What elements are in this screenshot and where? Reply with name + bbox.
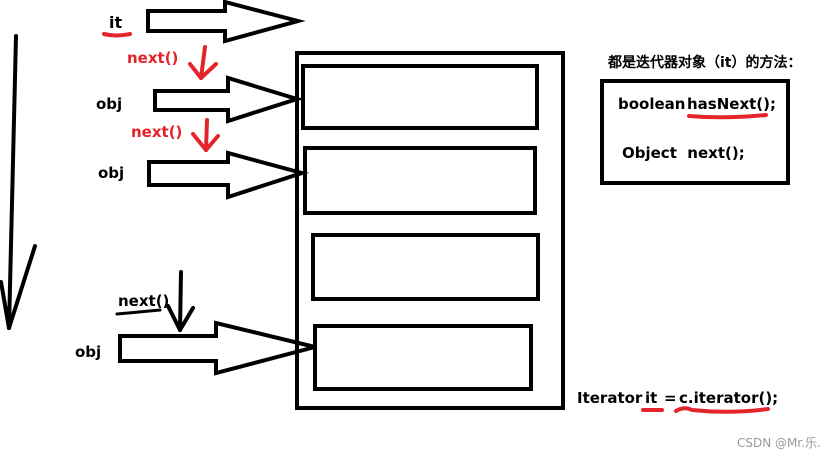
next-arrow-black — [166, 270, 195, 332]
iterator-equals: = — [664, 389, 677, 407]
obj-label-2: obj — [98, 164, 124, 182]
it-underline — [102, 32, 132, 38]
obj-arrow-1 — [153, 75, 304, 124]
next-label-1: next() — [127, 49, 178, 67]
element-box-2 — [303, 146, 537, 215]
iterator-call: c.iterator(); — [679, 389, 778, 407]
method-next: Object next(); — [622, 144, 745, 162]
iterator-var: it — [645, 389, 657, 407]
method-box — [600, 79, 790, 185]
obj-label-1: obj — [96, 95, 122, 113]
next-label-3-underline — [115, 308, 162, 316]
element-box-4 — [313, 324, 533, 391]
hasnext-underline — [687, 113, 768, 120]
method-hasnext-name: hasNext(); — [687, 95, 776, 113]
next-label-2: next() — [131, 123, 182, 141]
next-label-3: next() — [118, 292, 169, 310]
collection-container — [295, 51, 565, 410]
method-hasnext-type: boolean — [618, 95, 685, 113]
direction-down-arrow — [0, 34, 37, 330]
next-arrow-red-1 — [188, 45, 218, 80]
obj-arrow-3 — [118, 320, 316, 376]
watermark: CSDN @Mr.乐. — [737, 436, 821, 450]
method-box-caption: 都是迭代器对象（it）的方法： — [607, 54, 802, 71]
obj-label-3: obj — [75, 343, 101, 361]
obj-arrow-2 — [147, 150, 310, 200]
iterator-type: Iterator — [577, 389, 643, 407]
element-box-1 — [301, 64, 539, 130]
iterator-call-underline — [674, 406, 770, 414]
it-label: it — [109, 13, 122, 32]
next-arrow-red-2 — [191, 118, 220, 152]
element-box-3 — [311, 233, 540, 301]
it-pointer-arrow — [146, 0, 306, 44]
